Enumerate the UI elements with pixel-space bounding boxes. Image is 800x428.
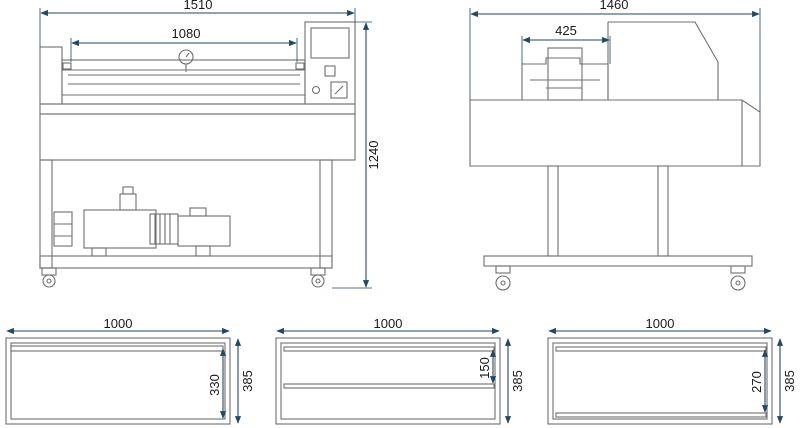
- chamber-plan-2: 1000 150 385: [275, 316, 525, 425]
- chamber-3-width-label: 1000: [646, 316, 675, 331]
- filter-unit: [53, 211, 73, 247]
- chamber-1-inner-label: 330: [207, 374, 222, 396]
- rear-cabinet: [608, 21, 719, 100]
- vacuum-pump: [83, 186, 231, 257]
- lid-housing: [521, 57, 609, 100]
- chamber-width-label: 1080: [172, 26, 201, 41]
- seal-bar-top: [283, 346, 495, 352]
- caster-wheel-icon: [495, 275, 511, 291]
- seal-bar: [10, 345, 224, 352]
- pressure-gauge-icon: [178, 49, 194, 65]
- chamber-2-inner-label: 150: [477, 357, 492, 379]
- left-leg: [39, 159, 53, 269]
- control-switch: [330, 81, 348, 99]
- right-leg: [319, 159, 333, 269]
- chamber-outline: [5, 337, 231, 425]
- chamber-outline: [275, 337, 501, 425]
- control-button: [324, 65, 336, 77]
- side-view: 1460 425: [469, 0, 761, 291]
- chamber-plan-1: 1000 330 385: [5, 316, 255, 425]
- side-leg-left: [547, 165, 559, 257]
- display-screen: [310, 27, 350, 59]
- side-leg-right: [657, 165, 669, 257]
- left-side-post: [39, 46, 63, 105]
- lower-shelf: [39, 255, 333, 269]
- height-label: 1240: [366, 141, 381, 170]
- lid-arm: [547, 47, 583, 101]
- front-width-label: 1510: [184, 0, 213, 12]
- side-body: [469, 99, 761, 167]
- chamber-plan-3: 1000 270 385: [547, 316, 797, 425]
- seal-bar-middle: [283, 383, 495, 389]
- top-plate: [39, 103, 356, 115]
- chamber-3-inner-label: 270: [749, 371, 764, 393]
- seal-bar-bottom: [555, 412, 767, 418]
- chamber-3-outer-label: 385: [782, 370, 797, 392]
- side-base: [483, 255, 753, 267]
- chamber-2-width-label: 1000: [374, 316, 403, 331]
- front-view: 1510 1080 1240: [39, 0, 381, 289]
- seal-bar-top: [555, 346, 767, 352]
- chamber-2-outer-label: 385: [510, 370, 525, 392]
- caster-wheel-icon: [730, 275, 746, 291]
- side-width-label: 1460: [600, 0, 629, 12]
- caster-wheel-icon: [311, 274, 325, 288]
- caster-wheel-icon: [42, 274, 56, 288]
- control-knob: [311, 85, 321, 95]
- machine-body: [39, 113, 356, 161]
- chamber-outline: [547, 337, 773, 425]
- chamber-frame: [61, 59, 306, 105]
- chamber-1-outer-label: 385: [240, 370, 255, 392]
- lid-width-label: 425: [555, 23, 577, 38]
- chamber-1-width-label: 1000: [104, 316, 133, 331]
